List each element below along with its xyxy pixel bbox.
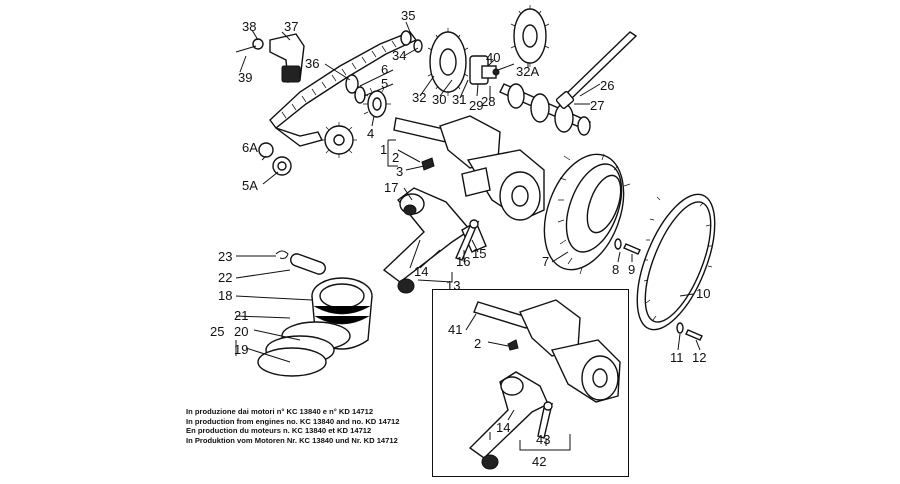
circlip <box>275 250 289 259</box>
label-42: 42 <box>532 454 546 469</box>
label-3: 3 <box>396 164 403 179</box>
label-7: 7 <box>542 254 549 269</box>
production-note: In produzione dai motori n° KC 13840 e n… <box>186 407 436 445</box>
label-34: 34 <box>392 48 406 63</box>
label-38: 38 <box>242 19 256 34</box>
piston-pin <box>290 253 326 275</box>
label-18: 18 <box>218 288 232 303</box>
label-14b: 14 <box>496 420 510 435</box>
label-4: 4 <box>367 126 374 141</box>
label-37: 37 <box>284 19 298 34</box>
note-french: En production du moteurs n. KC 13840 et … <box>186 426 372 435</box>
label-26: 26 <box>600 78 614 93</box>
inset-box <box>432 289 629 477</box>
note-english: In production from engines no. KC 13840 … <box>186 416 400 426</box>
label-12: 12 <box>692 350 706 365</box>
label-16: 16 <box>456 254 470 269</box>
crankshaft <box>393 115 545 221</box>
flywheel-bolts <box>614 238 703 341</box>
label-40: 40 <box>486 50 500 65</box>
label-22: 22 <box>218 270 232 285</box>
label-2: 2 <box>392 150 399 165</box>
label-35: 35 <box>401 8 415 23</box>
label-25: 25 <box>210 324 224 339</box>
cam-sprocket-32 <box>427 28 469 96</box>
connecting-rod <box>382 187 487 294</box>
label-29: 29 <box>469 98 483 113</box>
label-28: 28 <box>481 94 495 109</box>
camshaft <box>499 83 591 136</box>
label-20: 20 <box>234 324 248 339</box>
label-5a: 5A <box>242 178 258 193</box>
key-part <box>421 157 435 171</box>
washers <box>258 30 423 176</box>
part-number-labels: 38 37 39 36 35 34 6 5 4 6A 5A 32 30 31 2… <box>210 8 710 469</box>
label-11: 11 <box>670 350 684 365</box>
label-10: 10 <box>696 286 710 301</box>
label-14: 14 <box>414 264 428 279</box>
label-27: 27 <box>590 98 604 113</box>
cam-drive-parts <box>469 55 515 85</box>
label-30: 30 <box>432 92 446 107</box>
label-36: 36 <box>305 56 319 71</box>
label-32a: 32A <box>516 64 539 79</box>
inset-crankshaft <box>473 299 621 403</box>
idler-sprocket <box>321 122 357 158</box>
flywheel <box>543 153 631 275</box>
label-2b: 2 <box>474 336 481 351</box>
label-5: 5 <box>381 76 388 91</box>
label-17: 17 <box>384 180 398 195</box>
label-23: 23 <box>218 249 232 264</box>
label-15: 15 <box>472 246 486 261</box>
label-9: 9 <box>628 262 635 277</box>
label-8: 8 <box>612 262 619 277</box>
label-6: 6 <box>381 62 388 77</box>
crank-sprocket <box>363 87 391 118</box>
label-43: 43 <box>536 432 550 447</box>
label-41: 41 <box>448 322 462 337</box>
label-31: 31 <box>452 92 466 107</box>
label-32: 32 <box>412 90 426 105</box>
cam-sprocket-32a <box>510 5 550 67</box>
label-21: 21 <box>234 308 248 323</box>
label-19: 19 <box>234 342 248 357</box>
pushrod <box>555 31 638 109</box>
label-39: 39 <box>238 70 252 85</box>
leader-lines <box>235 21 701 451</box>
note-german: In Produktion vom Motoren Nr. KC 13840 u… <box>186 435 398 445</box>
piston-rings <box>257 321 351 377</box>
chain-tensioner <box>235 33 305 83</box>
ring-gear <box>636 193 716 331</box>
label-6a: 6A <box>242 140 258 155</box>
note-italian: In produzione dai motori n° KC 13840 e n… <box>186 407 374 416</box>
conrod-bolt <box>455 219 480 261</box>
label-1: 1 <box>380 142 387 157</box>
